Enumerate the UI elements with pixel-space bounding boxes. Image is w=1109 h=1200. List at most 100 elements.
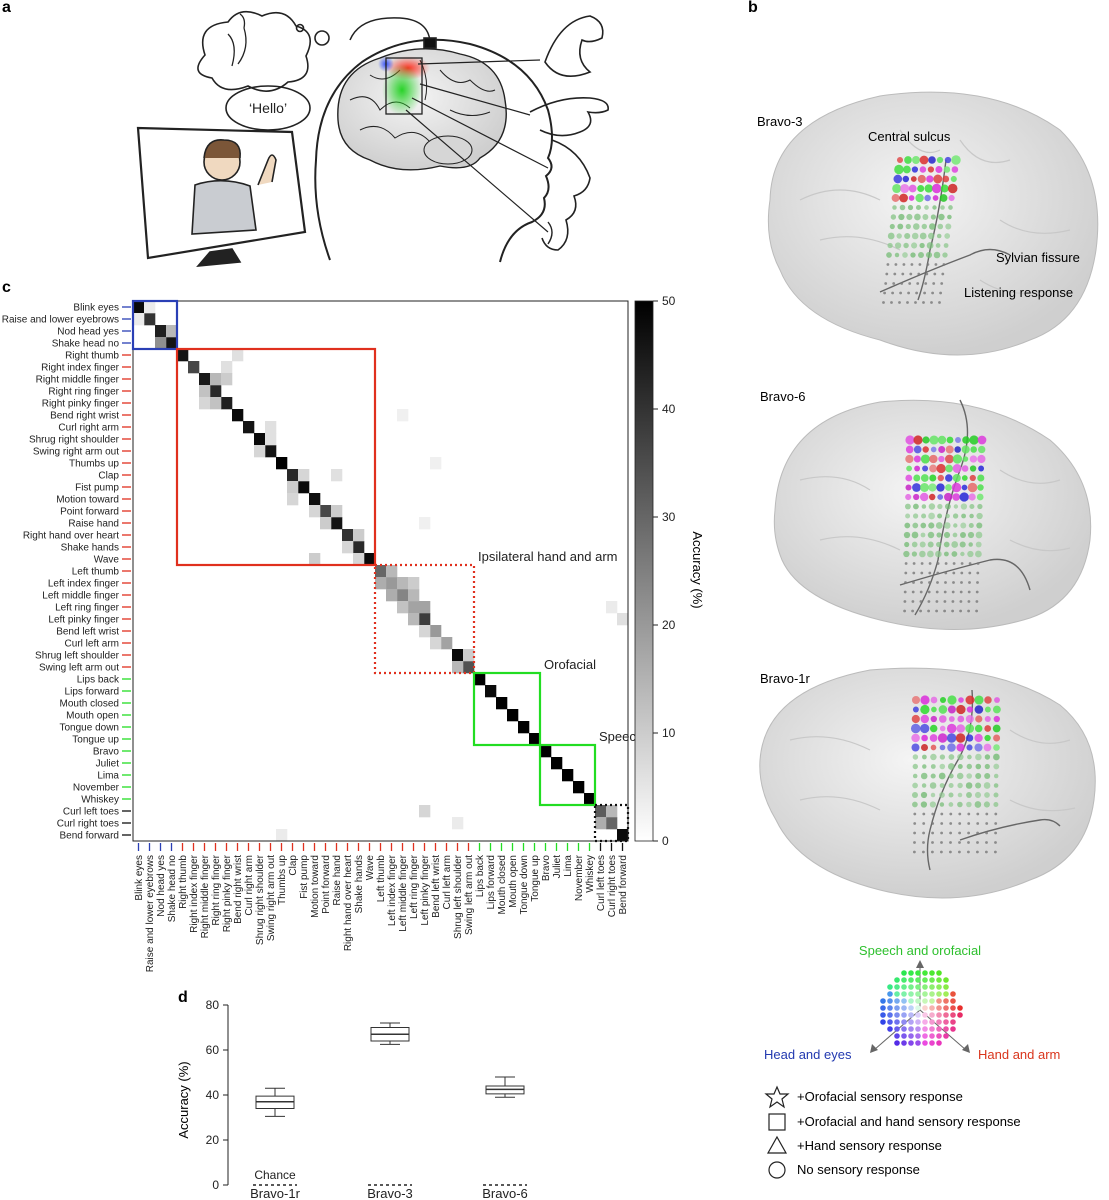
electrode: [945, 513, 950, 519]
brain-bravo-1r-fissure: [959, 818, 1061, 841]
electrode: [915, 204, 922, 211]
heatmap-cell: [166, 325, 178, 338]
electrode: [939, 783, 945, 788]
color-key-dot: [880, 1019, 886, 1025]
electrode: [985, 841, 988, 844]
heatmap-cell-diagonal: [144, 313, 156, 326]
electrode: [943, 609, 946, 613]
electrode: [943, 551, 949, 557]
electrode: [931, 183, 942, 194]
electrode: [922, 301, 925, 304]
color-key-dot: [894, 1005, 900, 1011]
electrode: [896, 233, 902, 239]
heatmap-cell-diagonal: [617, 829, 629, 842]
electrode: [938, 301, 941, 304]
electrode: [961, 445, 970, 454]
color-key-dot: [901, 1040, 907, 1046]
thought-cloud: [197, 10, 312, 92]
electrode: [969, 455, 978, 463]
electrode: [906, 213, 913, 221]
color-key-dot: [915, 1040, 921, 1046]
heatmap-row-label: Right ring finger: [48, 387, 119, 398]
electrode: [935, 165, 943, 174]
electrode: [883, 291, 886, 295]
heatmap-cell: [221, 373, 233, 386]
electrode: [911, 551, 918, 557]
electrode: [921, 504, 927, 509]
color-key-dot: [943, 1019, 949, 1025]
heatmap-group-label: Ipsilateral hand and arm: [478, 549, 617, 564]
electrode: [892, 282, 896, 285]
electrode: [968, 493, 976, 501]
heatmap-cell: [375, 577, 387, 590]
heatmap-col-label: Curl left toes: [596, 855, 607, 911]
electrode: [921, 783, 927, 788]
electrode: [940, 282, 944, 285]
electrode: [966, 706, 974, 713]
electrode: [887, 242, 893, 249]
electrode: [911, 166, 919, 173]
electrode: [974, 724, 983, 733]
electrode: [904, 581, 907, 584]
heatmap-row-label: Left ring finger: [55, 603, 120, 614]
electrode: [993, 802, 999, 807]
electrode: [948, 792, 954, 798]
heatmap-row-label: Left index finger: [48, 579, 120, 590]
electrode: [911, 242, 918, 249]
electrode: [908, 282, 912, 285]
electrode: [928, 232, 935, 240]
heatmap-group-label: Orofacial: [544, 657, 596, 672]
heatmap-col-label: Right ring finger: [211, 854, 222, 925]
electrode: [966, 792, 972, 798]
electrode: [949, 841, 952, 844]
heatmap-col-label: Right thumb: [178, 855, 189, 909]
electrode: [894, 263, 898, 266]
electrode: [927, 609, 930, 613]
heatmap-cell: [606, 601, 618, 614]
electrode: [920, 581, 923, 584]
electrode: [940, 831, 943, 835]
electrode: [974, 733, 983, 743]
electrode: [976, 822, 980, 825]
electrode: [965, 782, 973, 789]
electrode: [945, 445, 954, 454]
electrode: [893, 272, 897, 276]
legend-triangle-label: +Hand sensory response: [797, 1138, 942, 1153]
heatmap-col-label: Fist pump: [299, 855, 310, 899]
heatmap-row-label: Mouth closed: [60, 699, 119, 710]
heatmap-row-label: Shake head no: [52, 339, 120, 350]
colorbar-tick-label: 40: [662, 402, 676, 416]
color-key-dot: [894, 1040, 900, 1046]
color-key-dot: [894, 1026, 900, 1032]
electrode: [904, 541, 910, 548]
electrode: [904, 503, 911, 510]
heatmap-row-label: Right hand over heart: [23, 531, 119, 542]
electrode: [912, 706, 919, 713]
electrode: [952, 464, 962, 473]
thought-bubble-tiny: [295, 23, 305, 33]
heatmap-col-label: Shake head no: [167, 855, 178, 923]
electrode: [935, 600, 939, 603]
electrode: [903, 590, 907, 594]
boxplot-category-label: Bravo-1r: [250, 1186, 301, 1200]
electrode: [931, 706, 937, 713]
color-key-dot: [936, 1026, 942, 1032]
electrode: [944, 581, 947, 584]
electrode: [919, 590, 923, 594]
color-key-dot: [943, 1033, 949, 1039]
heatmap-group-box: [373, 563, 476, 675]
electrode: [919, 492, 929, 502]
color-key-dot: [915, 984, 921, 990]
electrode: [920, 454, 930, 464]
heatmap-row-label: Shrug right shoulder: [29, 435, 120, 446]
heatmap-col-label: Curl left arm: [442, 855, 453, 909]
electrode: [937, 435, 947, 445]
heatmap-group-box: [593, 803, 630, 843]
heatmap-cell-diagonal: [551, 757, 563, 770]
key-arrow-right: [919, 1009, 967, 1051]
electrode: [929, 223, 936, 230]
electrode: [942, 252, 948, 258]
electrode: [922, 214, 929, 220]
electrode: [935, 590, 939, 594]
electrode: [944, 522, 951, 529]
